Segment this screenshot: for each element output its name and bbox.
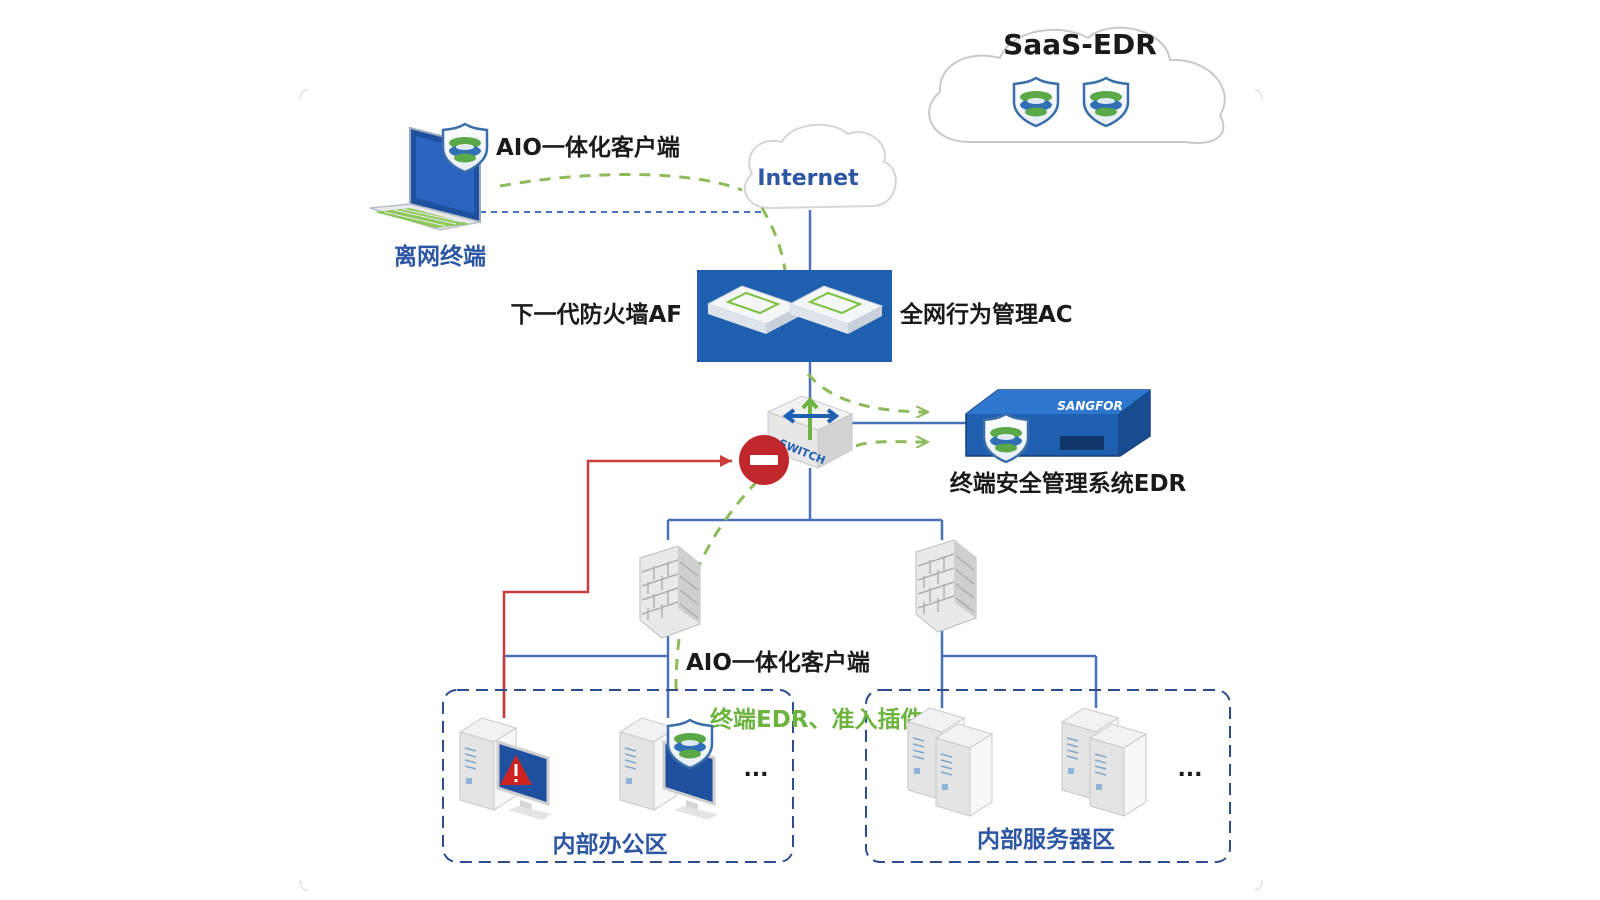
saas-edr-cloud: SaaS-EDR — [928, 26, 1226, 144]
arrows-icon — [782, 396, 840, 440]
offline-laptop — [369, 122, 489, 231]
af-label: 下一代防火墙AF — [510, 301, 682, 328]
offline-client-label: AIO一体化客户端 — [496, 134, 680, 161]
flow-internet-gateway — [760, 207, 787, 271]
flow-switch-edr — [855, 442, 928, 446]
office-pc-protected — [619, 717, 718, 820]
plugin-label: 终端EDR、准入插件 — [710, 706, 924, 733]
edr-appliance: SANGFOR — [965, 389, 1151, 464]
warning-icon — [500, 755, 532, 785]
office-zone — [442, 689, 794, 863]
firewall-right — [915, 539, 977, 633]
server-zone — [865, 689, 1231, 863]
server-group-2 — [1061, 707, 1147, 817]
offline-terminal-label: 离网终端 — [394, 243, 486, 270]
flow-client-switch — [674, 472, 766, 691]
server-zone-label: 内部服务器区 — [977, 826, 1115, 853]
ac-appliance — [788, 285, 884, 334]
internet-cloud: Internet — [743, 123, 897, 210]
server-group-1 — [907, 707, 993, 817]
ac-label: 全网行为管理AC — [899, 301, 1073, 328]
office-ellipsis: ... — [743, 757, 768, 782]
firewall-left — [639, 545, 701, 639]
edr-label: 终端安全管理系统EDR — [950, 470, 1187, 497]
office-zone-label: 内部办公区 — [553, 831, 668, 858]
office-pc-infected — [459, 717, 552, 820]
attack-flow — [502, 455, 732, 718]
server-ellipsis: ... — [1177, 757, 1202, 782]
internal-client-label: AIO一体化客户端 — [686, 649, 870, 676]
flow-offline-internet — [499, 173, 743, 192]
gateway-box — [697, 270, 892, 362]
block-icon — [739, 435, 789, 485]
edr-brand: SANGFOR — [1057, 399, 1122, 413]
outer-frame — [299, 89, 1263, 891]
management-flows — [499, 173, 928, 691]
internet-label: Internet — [757, 166, 859, 191]
saas-edr-title: SaaS-EDR — [1003, 28, 1157, 61]
